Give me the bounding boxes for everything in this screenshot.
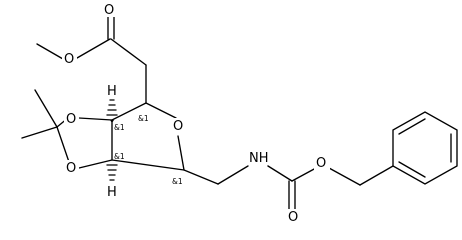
stereo-label-c4: &1 [172, 177, 183, 186]
stereo-labels: &1 &1 &1 &1 [114, 114, 183, 186]
bond-c2-o-upper [78, 117, 113, 121]
atom-o-ester: O [64, 52, 74, 67]
bond-ch2-phenyl [359, 165, 394, 186]
atom-o-carbamate-carbonyl: O [288, 210, 298, 225]
bond-carbonyl-o-benzyl [291, 167, 317, 182]
bond-o-lower-cq [56, 126, 70, 163]
bond-c4-ch2 [183, 169, 219, 185]
phenyl-double-1 [398, 118, 426, 135]
atom-labels: O O O O O H H NH O O [62, 3, 330, 225]
bonds [21, 14, 458, 210]
atom-o-dioxolane-upper: O [66, 112, 76, 127]
hash-bond-upper-h [106, 99, 118, 116]
hash-bond-lower-h [106, 164, 118, 181]
bond-n-carbonyl [267, 165, 293, 182]
bond-carbonyl-ch2 [110, 38, 147, 66]
wedge-c2 [110, 120, 114, 123]
stereo-label-c3: &1 [114, 152, 125, 161]
bond-cq-methyl-up [34, 89, 58, 128]
bond-c1-c2 [111, 102, 147, 121]
bond-c1-ring-o [145, 102, 177, 119]
bond-c3-c4 [111, 159, 185, 171]
atom-h-lower: H [107, 185, 117, 200]
bond-cq-methyl-left [21, 126, 58, 139]
bond-methyl-o [36, 43, 64, 60]
atom-h-upper: H [107, 84, 117, 99]
bond-ch2-n [217, 165, 249, 185]
atom-o-ring: O [173, 119, 183, 134]
stereo-label-c1: &1 [138, 114, 149, 123]
atom-nh: NH [249, 151, 269, 166]
phenyl-double-3 [398, 161, 426, 178]
bond-o-carbonyl [76, 38, 111, 59]
bond-ring-o-c4 [177, 135, 185, 171]
atom-o-carbonyl-top: O [104, 3, 114, 18]
atom-o-carbamate: O [316, 156, 326, 171]
bond-c3-o-lower [78, 159, 113, 169]
bond-o-ch2 [328, 167, 361, 186]
atom-o-dioxolane-lower: O [66, 161, 76, 176]
stereo-label-c2: &1 [114, 123, 125, 132]
phenyl-ring [392, 111, 458, 185]
